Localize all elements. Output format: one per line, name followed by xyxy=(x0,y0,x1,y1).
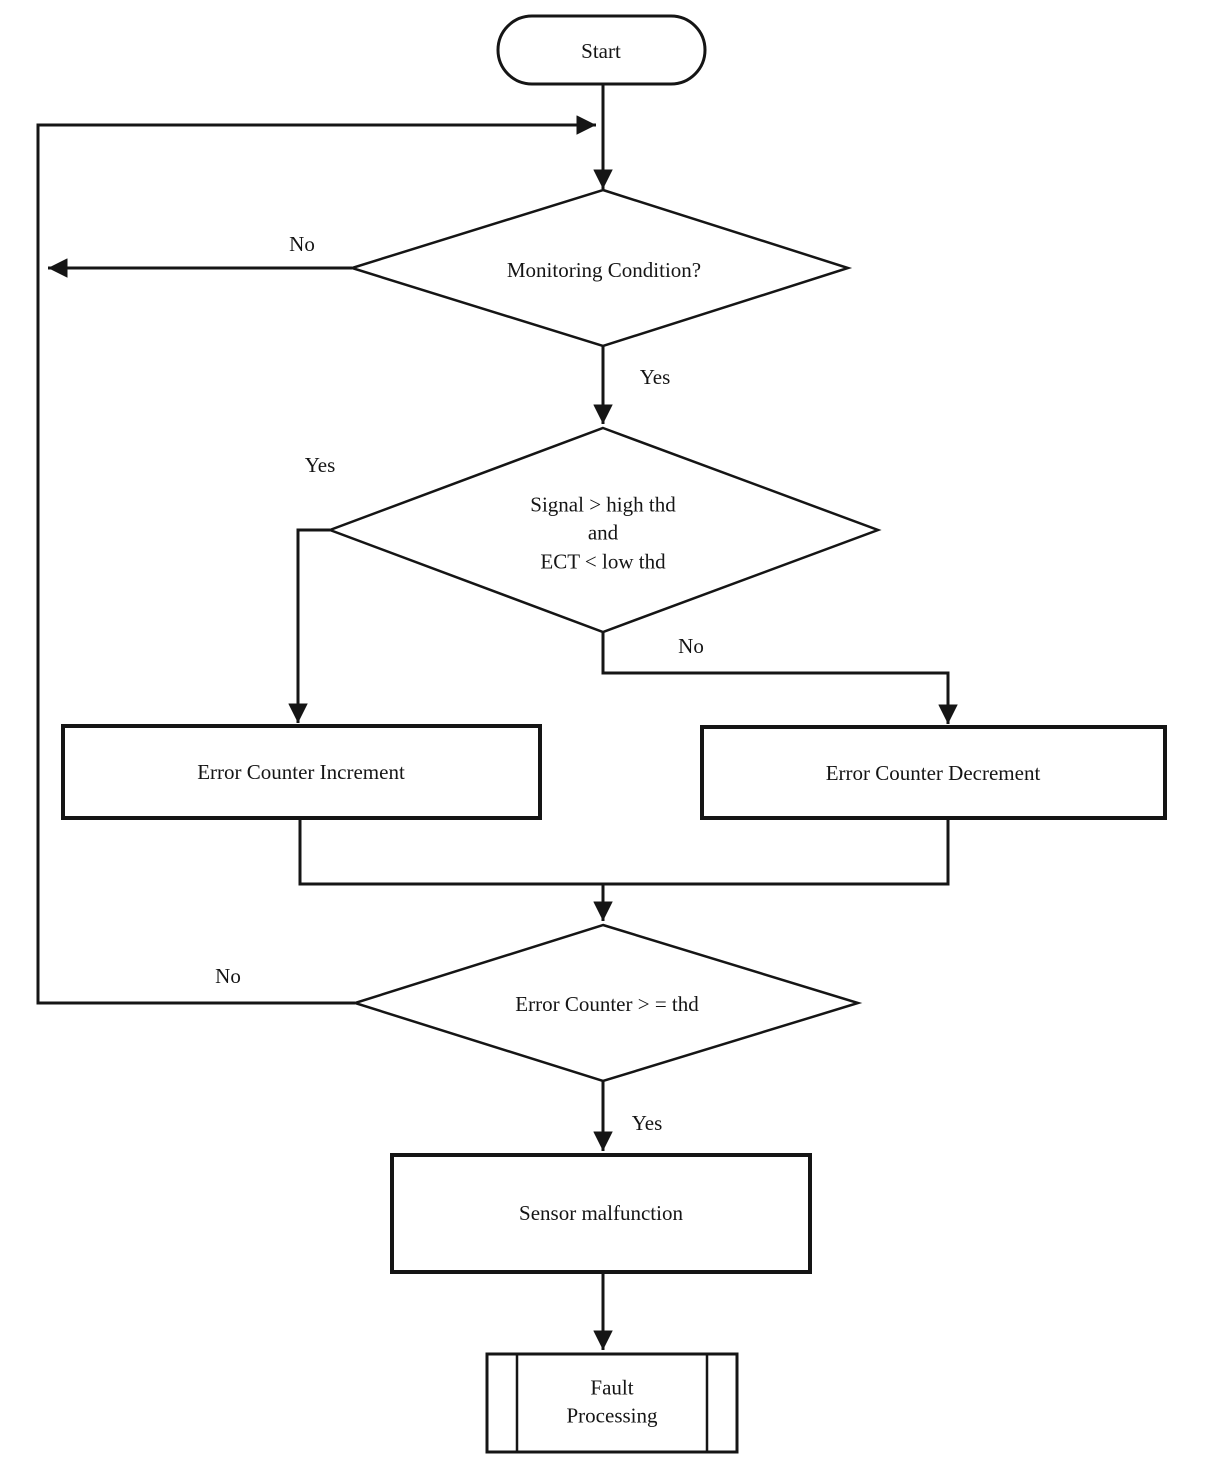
start-terminator-shape xyxy=(496,14,707,86)
error-counter-decrement-process-shape xyxy=(700,725,1167,820)
error-counter-threshold-decision-shape xyxy=(350,923,863,1083)
fault-processing-predefined-shape xyxy=(485,1352,739,1454)
edge-merge-counters xyxy=(298,818,950,886)
edge-counter-no-loopback xyxy=(36,115,596,1005)
error-counter-increment-process-shape xyxy=(61,724,542,820)
edge-signal-yes xyxy=(288,528,330,723)
signal-threshold-decision-shape xyxy=(326,426,882,634)
sensor-malfunction-process-shape xyxy=(390,1153,812,1274)
monitoring-condition-decision-shape xyxy=(347,188,853,348)
edge-signal-no xyxy=(601,632,958,724)
